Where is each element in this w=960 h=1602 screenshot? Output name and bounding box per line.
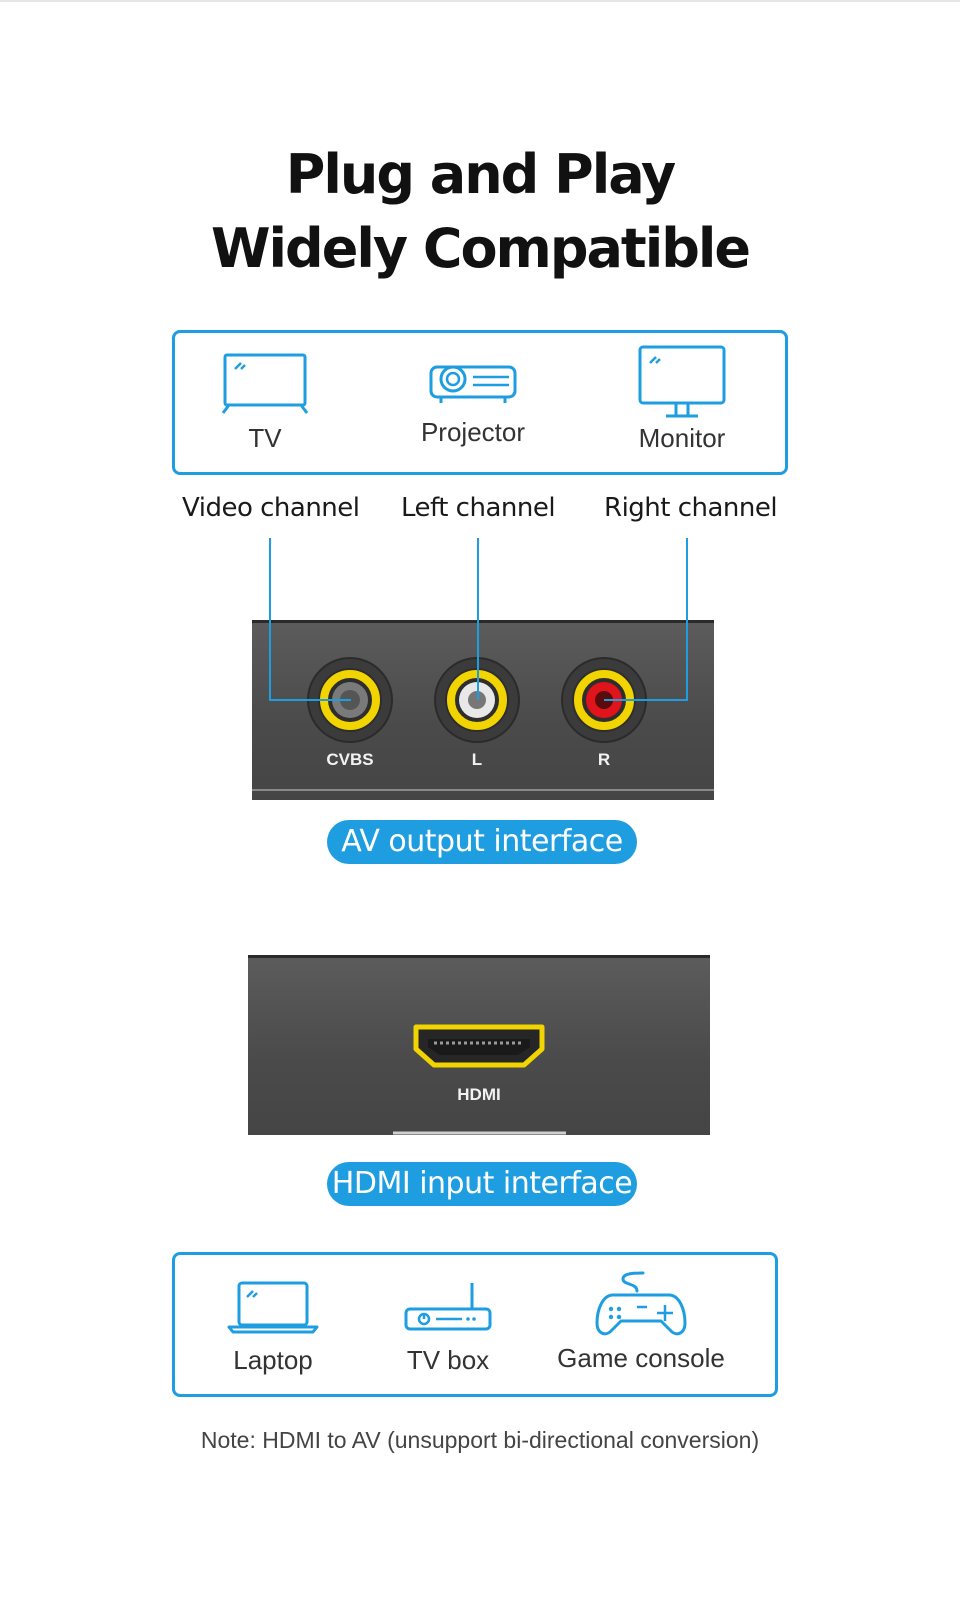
device-monitor: Monitor — [627, 343, 737, 454]
leader-line-left — [477, 538, 479, 700]
device-label-monitor: Monitor — [638, 423, 726, 453]
device-projector: Projector — [413, 355, 533, 448]
top-divider — [0, 0, 960, 2]
channel-label-left: Left channel — [401, 493, 556, 523]
port-label-hdmi: HDMI — [457, 1085, 501, 1104]
monitor-icon — [638, 345, 726, 418]
device-laptop: Laptop — [223, 1279, 323, 1376]
av-connectors — [252, 657, 714, 791]
tv-icon — [221, 353, 309, 414]
hdmi-input-panel: HDMI — [248, 955, 710, 1135]
av-output-caption: AV output interface — [327, 820, 637, 864]
tv-box-icon — [404, 1283, 492, 1331]
conversion-note: Note: HDMI to AV (unsupport bi-direction… — [200, 1427, 760, 1453]
output-devices-box: TV Projector Monitor — [172, 330, 788, 475]
hdmi-connector — [393, 1024, 566, 1135]
port-label-cvbs: CVBS — [326, 750, 374, 769]
channel-label-right: Right channel — [604, 493, 778, 523]
leader-line-right-v — [686, 538, 688, 700]
device-label-tv-box: TV box — [406, 1345, 490, 1375]
av-output-panel: CVBS L R — [252, 620, 714, 800]
port-label-r: R — [597, 750, 611, 769]
headline-line-2: Widely Compatible — [210, 217, 751, 280]
hdmi-input-caption: HDMI input interface — [327, 1162, 637, 1206]
device-tv-box: TV box — [393, 1279, 503, 1376]
headline-line-1: Plug and Play — [285, 143, 676, 206]
device-label-laptop: Laptop — [233, 1345, 313, 1375]
channel-label-video: Video channel — [182, 493, 360, 523]
leader-line-right-h — [604, 699, 688, 701]
input-devices-box: Laptop TV box Game console — [172, 1252, 778, 1397]
device-game-console: Game console — [551, 1269, 731, 1374]
projector-icon — [429, 365, 517, 403]
device-label-projector: Projector — [420, 417, 526, 447]
device-label-game-console: Game console — [557, 1343, 725, 1373]
leader-line-video-h — [269, 699, 351, 701]
device-tv: TV — [217, 351, 313, 454]
device-label-tv: TV — [248, 423, 282, 453]
game-console-icon — [595, 1271, 687, 1336]
laptop-icon — [227, 1281, 319, 1334]
port-label-l: L — [471, 750, 483, 769]
leader-line-video-v — [269, 538, 271, 700]
